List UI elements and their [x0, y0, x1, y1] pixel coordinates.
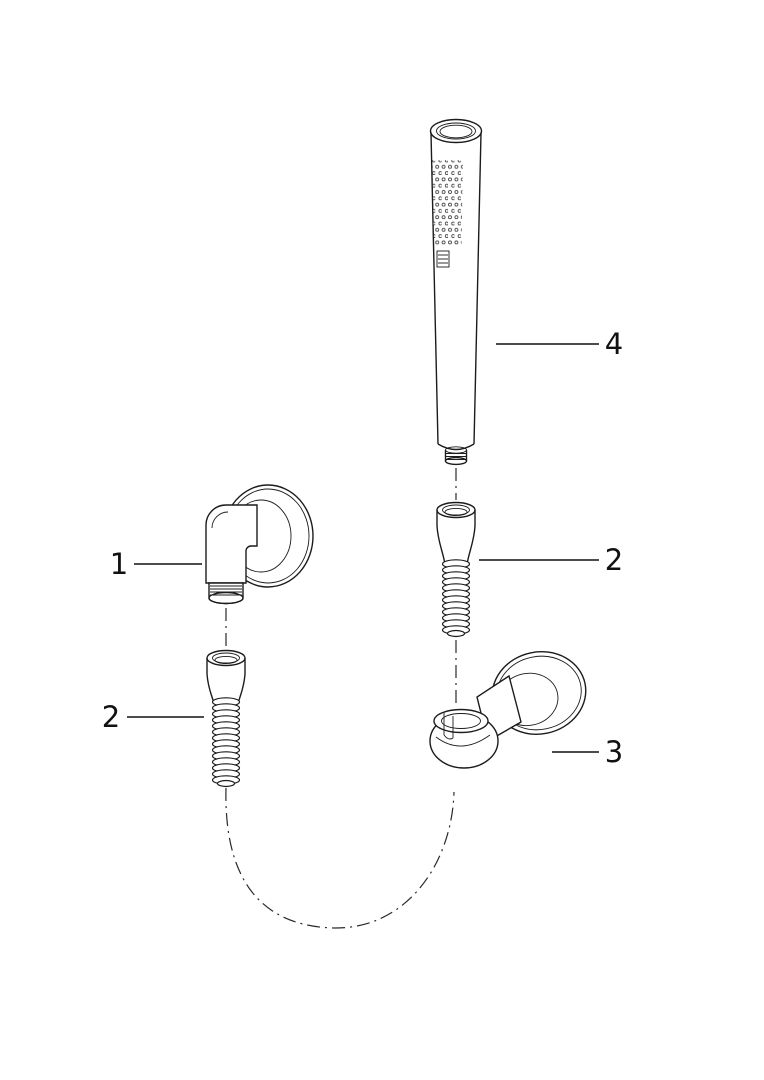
part-wall-elbow	[205, 484, 314, 605]
brand-mark	[436, 250, 450, 268]
callout-2-left-label: 2	[102, 700, 120, 734]
assembly-centerlines	[225, 468, 457, 929]
hand-shower-thread-stub	[444, 446, 468, 466]
callout-1-label: 1	[110, 547, 128, 581]
callout-4: 4	[496, 327, 623, 361]
part-wall-bracket	[429, 651, 587, 769]
hose-ridges-left	[211, 697, 241, 785]
callout-1: 1	[110, 547, 202, 581]
hose-ridges-right	[441, 559, 471, 635]
hose-routing-curve	[225, 787, 455, 929]
bracket-cup	[429, 708, 499, 769]
part-hand-shower	[429, 118, 483, 466]
elbow-body	[205, 504, 258, 584]
callout-3: 3	[552, 735, 623, 769]
part-hose-left	[206, 649, 246, 788]
elbow-thread	[208, 582, 244, 605]
spray-face	[432, 160, 463, 246]
callout-4-label: 4	[605, 327, 623, 361]
callout-3-label: 3	[605, 735, 623, 769]
callout-2-right: 2	[479, 543, 623, 577]
part-hose-right	[436, 501, 476, 638]
callout-2-right-label: 2	[605, 543, 623, 577]
callout-2-left: 2	[102, 700, 204, 734]
